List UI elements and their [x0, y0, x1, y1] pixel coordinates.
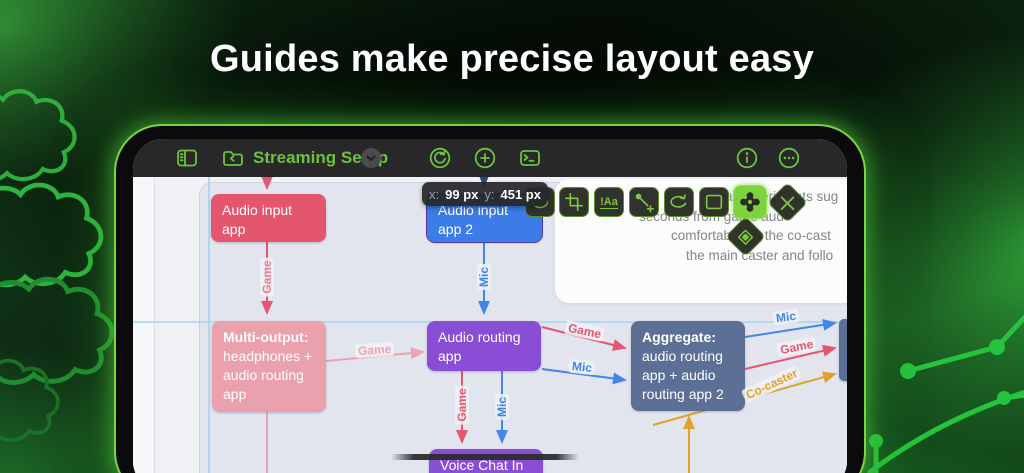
- node-multi-output[interactable]: Multi-output: headphones + audio routing…: [212, 321, 326, 412]
- diamond-tool-icon[interactable]: [724, 215, 767, 258]
- canvas-margin: [133, 177, 155, 473]
- edge-label-game: Game: [260, 257, 274, 297]
- edge-label-game: Game: [455, 385, 469, 425]
- text-style-tool-icon[interactable]: !Aa: [594, 187, 624, 217]
- note-text-line: the main caster and follo: [686, 247, 834, 263]
- edge-label-mic: Mic: [495, 393, 509, 421]
- rotate-tool-icon[interactable]: [664, 187, 694, 217]
- edge-label-game: Game: [354, 341, 395, 359]
- node-text: audio routing: [642, 348, 723, 364]
- info-icon[interactable]: [735, 146, 759, 170]
- tablet-device-frame: Streaming Setup: [116, 126, 864, 473]
- home-indicator[interactable]: [391, 454, 579, 460]
- x-value: 99 px: [445, 186, 479, 202]
- node-text: headphones +: [223, 348, 313, 364]
- node-voice-chat-in[interactable]: Voice Chat In: [429, 449, 543, 473]
- node-text: app 2: [438, 221, 474, 237]
- node-aggregate[interactable]: Aggregate: audio routing app + audio rou…: [631, 321, 745, 411]
- console-icon[interactable]: [518, 146, 542, 170]
- node-text: app + audio: [642, 367, 716, 383]
- app-screen: Streaming Setup: [133, 139, 847, 473]
- edge-label-mic: Mic: [477, 263, 491, 291]
- node-text: app: [223, 386, 247, 402]
- document-title[interactable]: Streaming Setup: [253, 148, 389, 167]
- guides-tool-icon[interactable]: [733, 185, 767, 219]
- connector-tool-icon[interactable]: [629, 187, 659, 217]
- node-text: app: [222, 221, 246, 237]
- add-icon[interactable]: [473, 146, 497, 170]
- more-icon[interactable]: [777, 146, 801, 170]
- y-label: y:: [484, 186, 495, 202]
- undo-icon[interactable]: [428, 146, 452, 170]
- rectangle-tool-icon[interactable]: [699, 187, 729, 217]
- folder-back-icon[interactable]: [221, 146, 245, 170]
- node-audio-input[interactable]: Audio input app: [211, 194, 326, 242]
- diagram-canvas[interactable]: Initial experiments sug seconds from gam…: [133, 177, 847, 473]
- node-audio-routing[interactable]: Audio routing app: [427, 321, 541, 371]
- node-text: Multi-output:: [223, 329, 309, 345]
- y-value: 451 px: [500, 186, 541, 202]
- crop-tool-icon[interactable]: [559, 187, 589, 217]
- coordinate-tooltip: x: 99 px y: 451 px: [422, 182, 548, 206]
- app-toolbar: Streaming Setup: [133, 139, 847, 177]
- x-label: x:: [429, 186, 440, 202]
- node-text: routing app 2: [642, 386, 724, 402]
- node-text: audio routing: [223, 367, 304, 383]
- node-text: Aggregate:: [642, 329, 716, 345]
- cloud-doodles: [0, 89, 115, 442]
- delete-tool-icon[interactable]: [766, 181, 809, 224]
- page-title: Guides make precise layout easy: [210, 38, 814, 80]
- text-style-glyph: !Aa: [600, 195, 618, 209]
- node-text: Audio input: [438, 202, 509, 218]
- edge-label-mic: Mic: [568, 358, 596, 376]
- node-text: Voice Chat In: [440, 457, 524, 473]
- node-text: Audio routing: [438, 329, 521, 345]
- node-text: app: [438, 348, 462, 364]
- sidebar-icon[interactable]: [175, 146, 199, 170]
- chevron-down-icon[interactable]: [361, 148, 381, 168]
- node-text: Audio input: [222, 202, 293, 218]
- node-clipped-right[interactable]: [839, 319, 847, 381]
- bezier-vine: [867, 314, 1024, 473]
